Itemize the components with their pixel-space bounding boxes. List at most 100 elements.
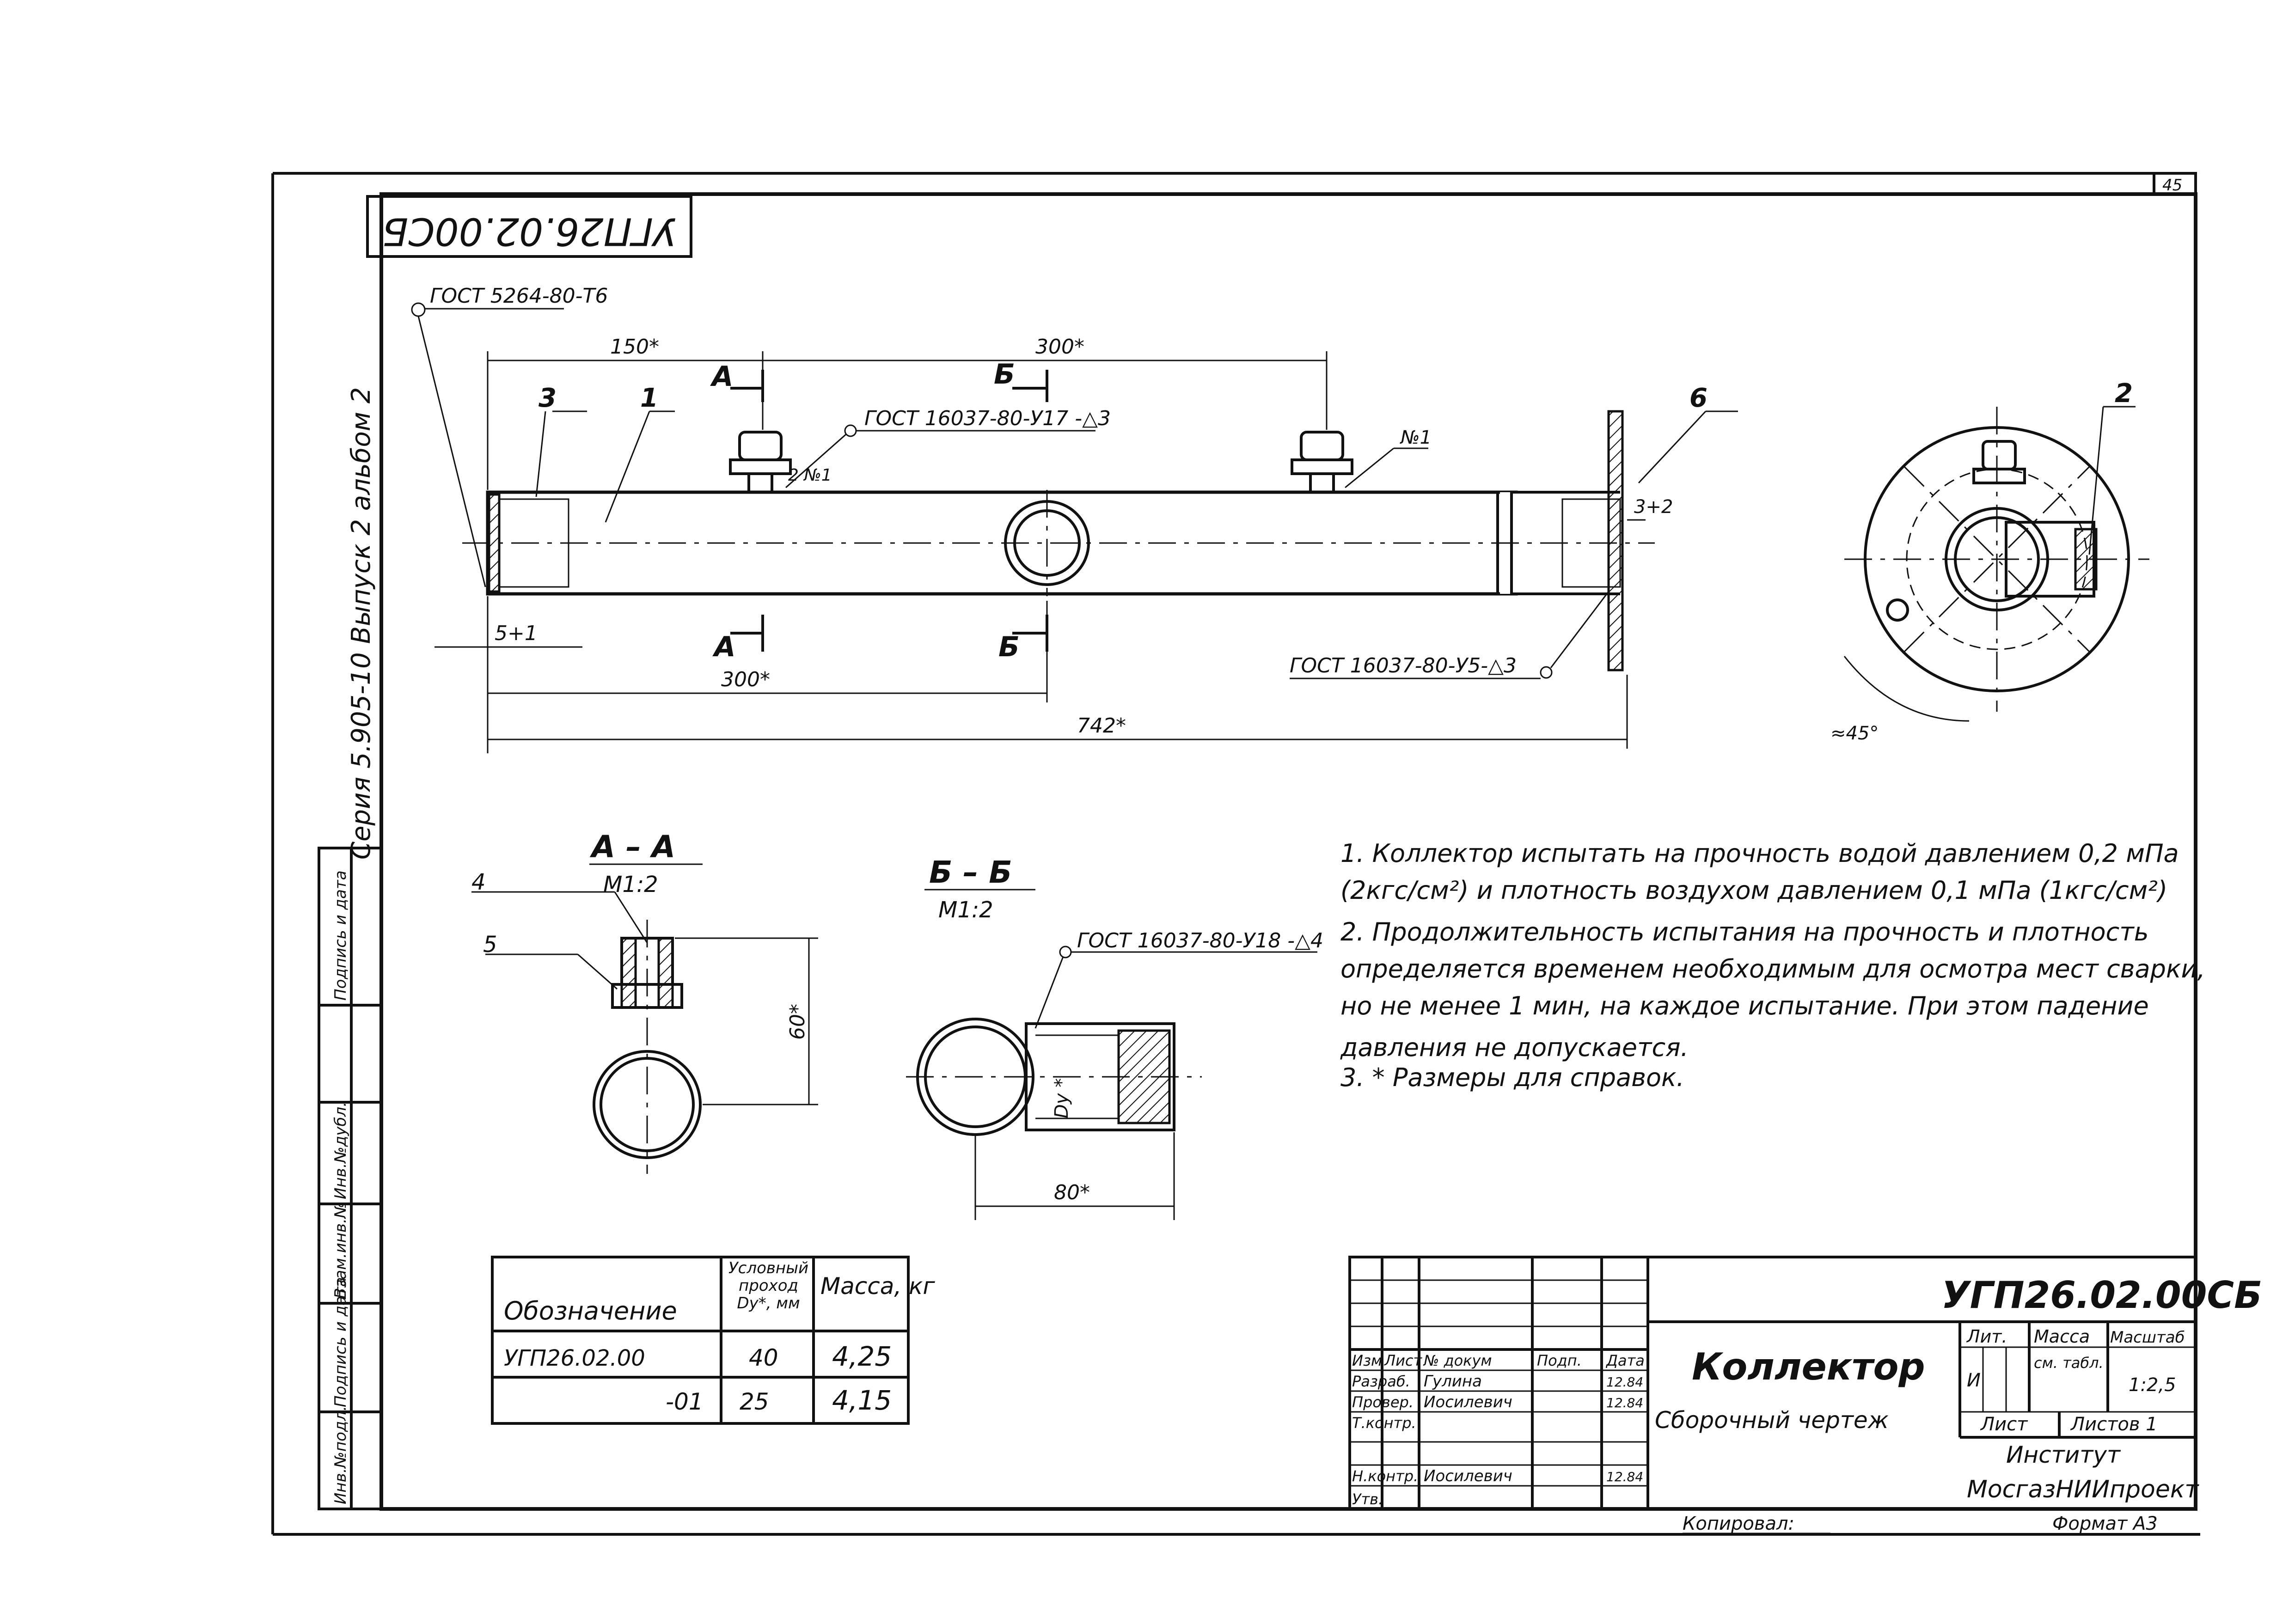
sheet-number: 45 (2162, 176, 2182, 195)
weld-no1-b: №1 (1400, 427, 1432, 448)
table-row-1-designation: УГП26.02.00 (504, 1345, 645, 1371)
title-block (1348, 1256, 2197, 1510)
title-col-doc: № докум (1423, 1352, 1492, 1369)
table-row-1-dy: 40 (749, 1344, 778, 1371)
table-row-2-mass: 4,15 (832, 1385, 892, 1416)
note-line-6: давления не допускается. (1340, 1033, 1689, 1062)
title-mass-label: Масса (2034, 1326, 2090, 1347)
title-block-name: Коллектор (1692, 1345, 1925, 1388)
main-view (462, 410, 1655, 672)
callout-6: 6 (1689, 383, 1707, 413)
table-header-designation: Обозначение (504, 1296, 677, 1325)
dim-300-top: 300* (1035, 335, 1084, 359)
note-line-7: 3. * Размеры для справок. (1340, 1063, 1684, 1092)
weld-no1-a: 2 №1 (788, 466, 832, 485)
left-strip-label-5: Подпись и дата (331, 870, 350, 1001)
section-marker-a-top: А (710, 360, 733, 393)
top-weld-ref: ГОСТ 5264-80-Т6 (430, 284, 608, 308)
title-block-doc-type: Сборочный чертеж (1655, 1407, 1889, 1434)
note-line-2: (2кгс/см²) и плотность воздухом давление… (1340, 876, 2167, 905)
table-row-2-dy: 25 (740, 1388, 769, 1415)
title-row-2-date: 12.84 (1606, 1395, 1643, 1410)
side-angle: ≈45° (1830, 723, 1879, 744)
left-strip-label-4: Инв.№дубл. (331, 1102, 350, 1199)
section-bb-title: Б – Б (929, 855, 1012, 890)
title-sheets-label: Листов 1 (2070, 1414, 2158, 1435)
section-marker-a-bottom: А (712, 631, 735, 663)
mass-table (491, 1256, 910, 1425)
title-row-1-date: 12.84 (1606, 1374, 1643, 1390)
title-row-6-role: Утв. (1352, 1490, 1383, 1508)
title-col-list: Лист (1384, 1352, 1422, 1369)
title-block-code: УГП26.02.00СБ (1941, 1274, 2262, 1317)
section-aa-callout-5: 5 (483, 932, 497, 958)
title-col-date: Дата (1605, 1352, 1645, 1369)
section-aa-title: А – А (589, 829, 675, 865)
title-row-3-role: Т.контр. (1352, 1414, 1416, 1432)
weld-main-label: ГОСТ 16037-80-У17 -△3 (864, 407, 1111, 430)
fitting-left (729, 431, 792, 494)
note-line-5: но не менее 1 мин, на каждое испытание. … (1340, 991, 2149, 1020)
title-row-2-role: Провер. (1352, 1393, 1414, 1411)
fitting-right (1291, 431, 1353, 494)
title-col-izm: Изм (1352, 1352, 1382, 1369)
title-org-line-2: МосгазНИИпроект (1967, 1476, 2199, 1503)
table-header-dy-wrap: Условный проход Dy*, мм (728, 1259, 809, 1313)
dim-3: 3+2 (1634, 496, 1673, 518)
section-aa (471, 863, 818, 1174)
section-bb-dim-80: 80* (1054, 1181, 1090, 1204)
title-row-5-role: Н.контр. (1352, 1467, 1418, 1485)
table-header-dy: Условный проход Dy*, мм (728, 1259, 809, 1313)
title-org-line-1: Институт (2006, 1441, 2121, 1468)
dim-300-bottom: 300* (721, 668, 770, 691)
title-row-2-name: Иосилевич (1424, 1393, 1512, 1411)
table-row-2-designation: -01 (666, 1388, 704, 1415)
title-row-5-date: 12.84 (1606, 1469, 1643, 1484)
rotated-stamp: УГП26.02.00СБ (366, 195, 692, 258)
section-aa-callout-4: 4 (471, 869, 486, 895)
left-strip-label-3: Взам.инв.№ (331, 1202, 350, 1299)
series-label: Серия 5.905-10 Выпуск 2 альбом 2 (346, 387, 376, 860)
callout-3: 3 (539, 383, 557, 413)
weld-flange-label: ГОСТ 16037-80-У5-△3 (1290, 654, 1517, 678)
note-line-4: определяется временем необходимым для ос… (1340, 954, 2205, 983)
side-view (1843, 406, 2149, 722)
section-aa-scale: М1:2 (603, 872, 658, 897)
table-row-1-mass: 4,25 (832, 1341, 892, 1372)
section-bb (906, 889, 1317, 1220)
note-line-3: 2. Продолжительность испытания на прочно… (1340, 917, 2149, 946)
title-scale-label: Масштаб (2110, 1328, 2185, 1347)
title-row-5-name: Иосилевич (1424, 1467, 1512, 1485)
title-scale-value: 1:2,5 (2129, 1374, 2176, 1396)
dim-5: 5+1 (495, 622, 538, 645)
table-header-mass: Масса, кг (820, 1273, 935, 1300)
section-marker-b-top: Б (994, 358, 1015, 391)
section-bb-dim-dy: Dy * (1051, 1078, 1072, 1118)
side-callout-2: 2 (2115, 379, 2133, 409)
top-weld-leader (411, 302, 564, 587)
title-row-1-role: Разраб. (1352, 1373, 1410, 1390)
main-dimensions (435, 351, 1738, 753)
title-copied: Копировал: (1683, 1513, 1794, 1534)
left-strip-label-2: Подпись и дата (331, 1277, 350, 1407)
title-sheet-label: Лист (1980, 1414, 2028, 1435)
title-mass-value: см. табл. (2034, 1354, 2104, 1372)
title-lit-value: И (1967, 1370, 1981, 1391)
dim-742: 742* (1077, 714, 1126, 738)
title-format: Формат А3 (2052, 1513, 2158, 1534)
dim-150: 150* (610, 335, 659, 359)
section-aa-dim-60: 60* (786, 1004, 809, 1040)
title-row-1-name: Гулина (1424, 1372, 1482, 1391)
section-bb-weld: ГОСТ 16037-80-У18 -△4 (1077, 929, 1323, 952)
title-lit-label: Лит. (1966, 1326, 2007, 1347)
note-line-1: 1. Коллектор испытать на прочность водой… (1340, 839, 2179, 868)
section-bb-scale: М1:2 (938, 897, 993, 923)
section-marker-b-bottom: Б (998, 631, 1020, 663)
title-col-sign: Подп. (1537, 1352, 1582, 1369)
rotated-stamp-text: УГП26.02.00СБ (382, 209, 676, 253)
callout-1: 1 (640, 383, 658, 413)
notes: 1. Коллектор испытать на прочность водой… (1340, 839, 2205, 1092)
left-strip-label-1: Инв.№подл. (331, 1406, 350, 1504)
left-strip (318, 847, 383, 1510)
